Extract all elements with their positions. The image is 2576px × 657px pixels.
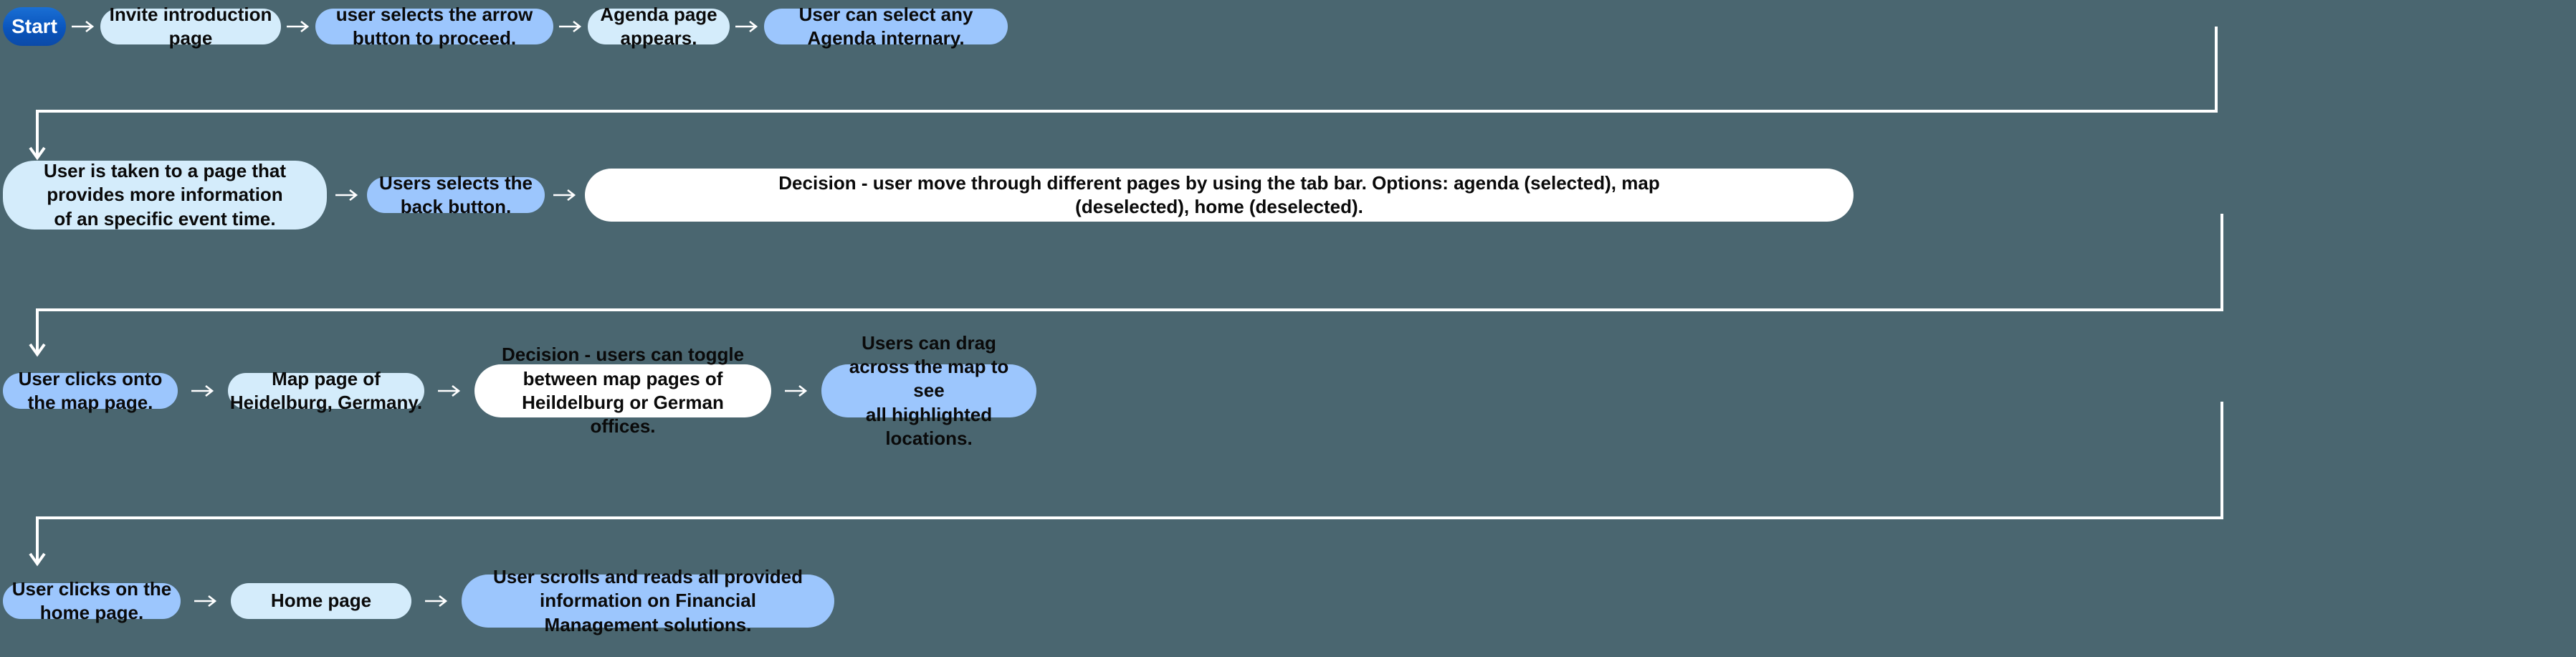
node-user-can-select-agenda-itinerary[interactable]: User can select any Agenda internary. [764,4,1008,49]
arrow-right-icon [178,355,228,427]
node-map-page-heidelburg[interactable]: Map page of Heidelburg, Germany. [228,368,424,413]
node-decision-map-toggle[interactable]: Decision - users can toggle between map … [474,344,771,437]
arrow-right-icon [411,565,462,637]
connector-row2-to-row3 [36,214,2223,353]
arrow-right-icon [545,159,585,231]
node-start[interactable]: Start [3,7,66,46]
node-event-time-information[interactable]: User is taken to a page that provides mo… [3,160,327,230]
node-user-clicks-map-page[interactable]: User clicks onto the map page. [3,368,178,413]
node-home-page[interactable]: Home page [231,583,411,619]
arrow-right-icon [281,0,315,53]
node-invite-introduction-page[interactable]: Invite introduction page [100,4,281,49]
node-decision-tab-bar[interactable]: Decision - user move through different p… [585,169,1854,222]
node-financial-management-solutions[interactable]: User scrolls and reads all provided info… [462,566,834,635]
node-user-selects-arrow-button[interactable]: user selects the arrow button to proceed… [315,4,553,49]
flow-row-4: User clicks on the home page. Home page … [3,565,834,637]
arrow-right-icon [181,565,231,637]
arrowhead-row2 [29,146,46,161]
arrow-right-icon [424,355,474,427]
node-users-selects-back-button[interactable]: Users selects the back button. [367,172,545,217]
node-drag-across-map[interactable]: Users can drag across the map to see all… [821,332,1036,449]
flow-row-1: Start Invite introduction page user sele… [3,0,1008,53]
arrow-right-icon [771,355,821,427]
arrowhead-row4 [29,552,46,567]
arrow-right-icon [66,0,100,53]
arrow-right-icon [553,0,588,53]
node-user-clicks-home-page[interactable]: User clicks on the home page. [3,578,181,623]
arrow-right-icon [730,0,764,53]
flow-row-2: User is taken to a page that provides mo… [3,159,1854,231]
node-agenda-page-appears[interactable]: Agenda page appears. [588,4,730,49]
arrowhead-row3 [29,343,46,357]
flow-row-3: User clicks onto the map page. Map page … [3,332,1036,449]
arrow-right-icon [327,159,367,231]
